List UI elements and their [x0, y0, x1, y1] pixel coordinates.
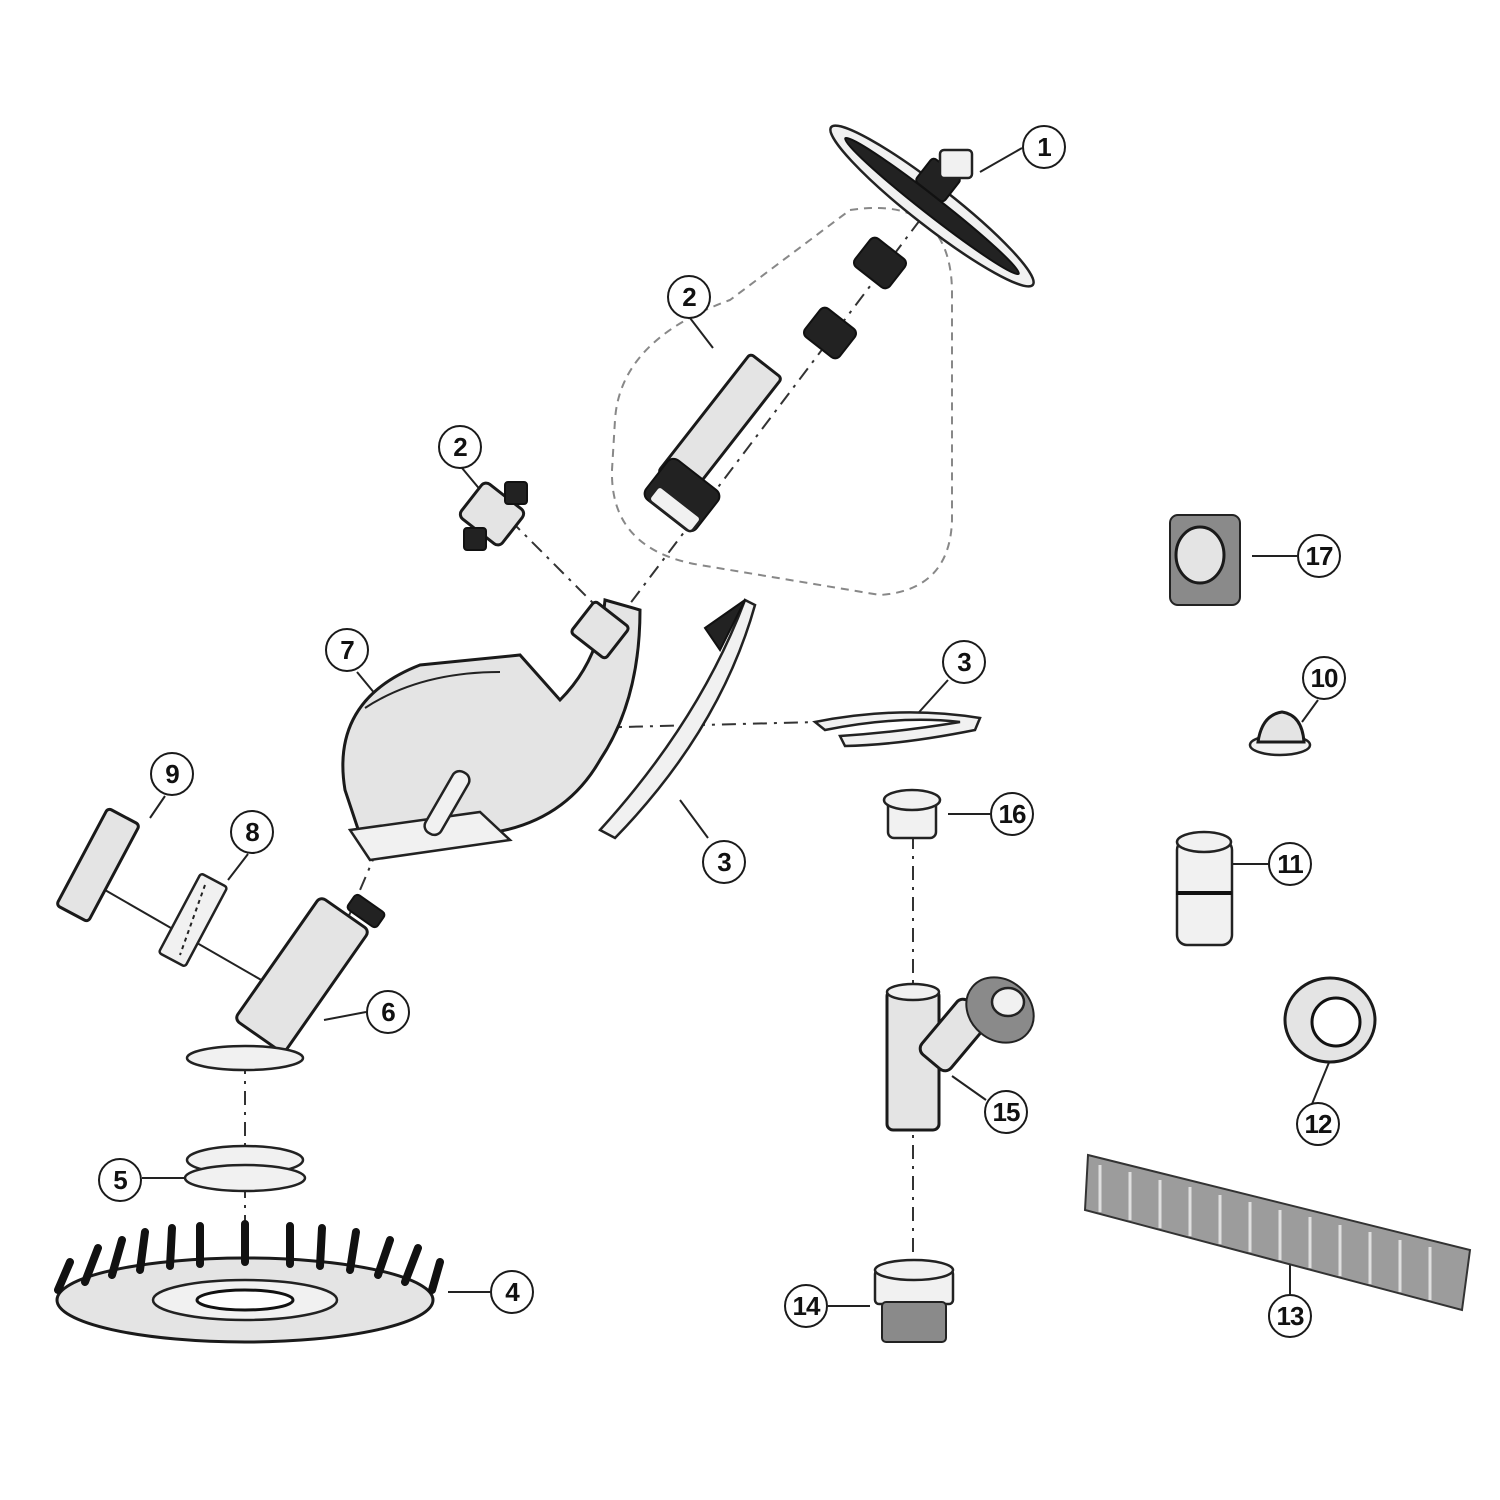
part-3-side-strap [812, 711, 982, 748]
part-16-hose-cuff [882, 788, 942, 840]
callout-5: 5 [98, 1158, 142, 1202]
part-9-side-cover [56, 807, 140, 923]
callout-2b: 2 [438, 425, 482, 469]
callout-15: 15 [984, 1090, 1028, 1134]
callout-7: 7 [325, 628, 369, 672]
callout-3a: 3 [942, 640, 986, 684]
part-14-skimmer-adapter [873, 1258, 955, 1343]
part-2-swivel-connector [458, 481, 528, 551]
callout-8: 8 [230, 810, 274, 854]
callout-13: 13 [1268, 1294, 1312, 1338]
callout-9: 9 [150, 752, 194, 796]
callout-16: 16 [990, 792, 1034, 836]
callout-17: 17 [1297, 534, 1341, 578]
callout-12: 12 [1296, 1102, 1340, 1146]
part-8-diaphragm [158, 873, 228, 967]
part-1-flapper-wheel [829, 124, 1035, 288]
part-6-pivot-tube [185, 893, 386, 1072]
part-11-hose-cuff [1175, 830, 1234, 947]
part-7-main-body [341, 598, 642, 862]
part-17-flow-valve [1169, 514, 1241, 606]
part-4-disc-skirt [54, 1220, 444, 1344]
callout-14: 14 [784, 1284, 828, 1328]
callout-11: 11 [1268, 842, 1312, 886]
part-5-foot-pad-ring [183, 1144, 307, 1193]
leader-lines [142, 147, 1331, 1307]
callout-10: 10 [1302, 656, 1346, 700]
callout-3b: 3 [702, 840, 746, 884]
part-3-curved-strap [597, 598, 757, 840]
part-10-cone [1248, 710, 1312, 757]
callout-1: 1 [1022, 125, 1066, 169]
part-13-hose-section [1083, 1153, 1472, 1312]
part-12-weight-ring [1283, 976, 1377, 1064]
part-15-regulator-valve [885, 976, 1035, 1132]
callout-6: 6 [366, 990, 410, 1034]
part-2-hose-swivel-kit [643, 236, 907, 533]
callout-2a: 2 [667, 275, 711, 319]
callout-4: 4 [490, 1270, 534, 1314]
